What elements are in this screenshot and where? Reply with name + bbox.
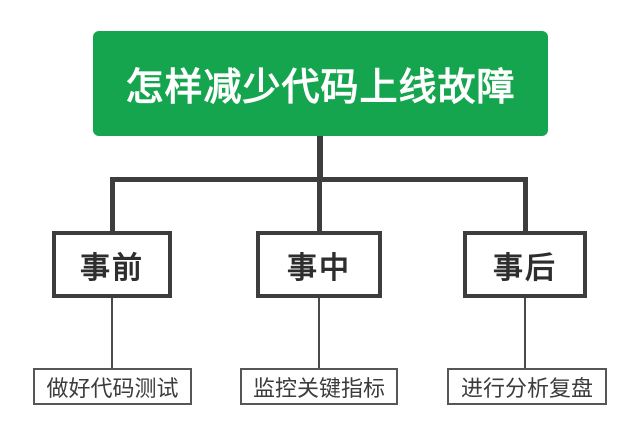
leaf-node-label: 做好代码测试 — [46, 375, 179, 401]
connector-thin-right — [524, 298, 526, 368]
connector-drop-center — [317, 177, 322, 231]
branch-node-label: 事前 — [80, 251, 144, 285]
connector-root-stem — [317, 136, 323, 182]
branch-node-after: 事后 — [463, 231, 587, 298]
leaf-node-label: 进行分析复盘 — [460, 375, 593, 401]
connector-drop-left — [110, 177, 115, 231]
leaf-node-code-testing: 做好代码测试 — [33, 368, 192, 405]
connector-thin-center — [318, 298, 320, 368]
leaf-node-label: 监控关键指标 — [252, 375, 385, 401]
branch-node-before: 事前 — [52, 231, 172, 298]
connector-drop-right — [523, 177, 528, 231]
root-node: 怎样减少代码上线故障 — [93, 31, 548, 136]
branch-node-label: 事中 — [287, 251, 351, 285]
connector-thin-left — [111, 298, 113, 368]
root-node-label: 怎样减少代码上线故障 — [125, 67, 516, 109]
branch-node-label: 事后 — [493, 251, 557, 285]
branch-node-during: 事中 — [256, 231, 382, 298]
leaf-node-analysis-review: 进行分析复盘 — [447, 368, 607, 405]
leaf-node-monitor-metrics: 监控关键指标 — [240, 368, 398, 405]
